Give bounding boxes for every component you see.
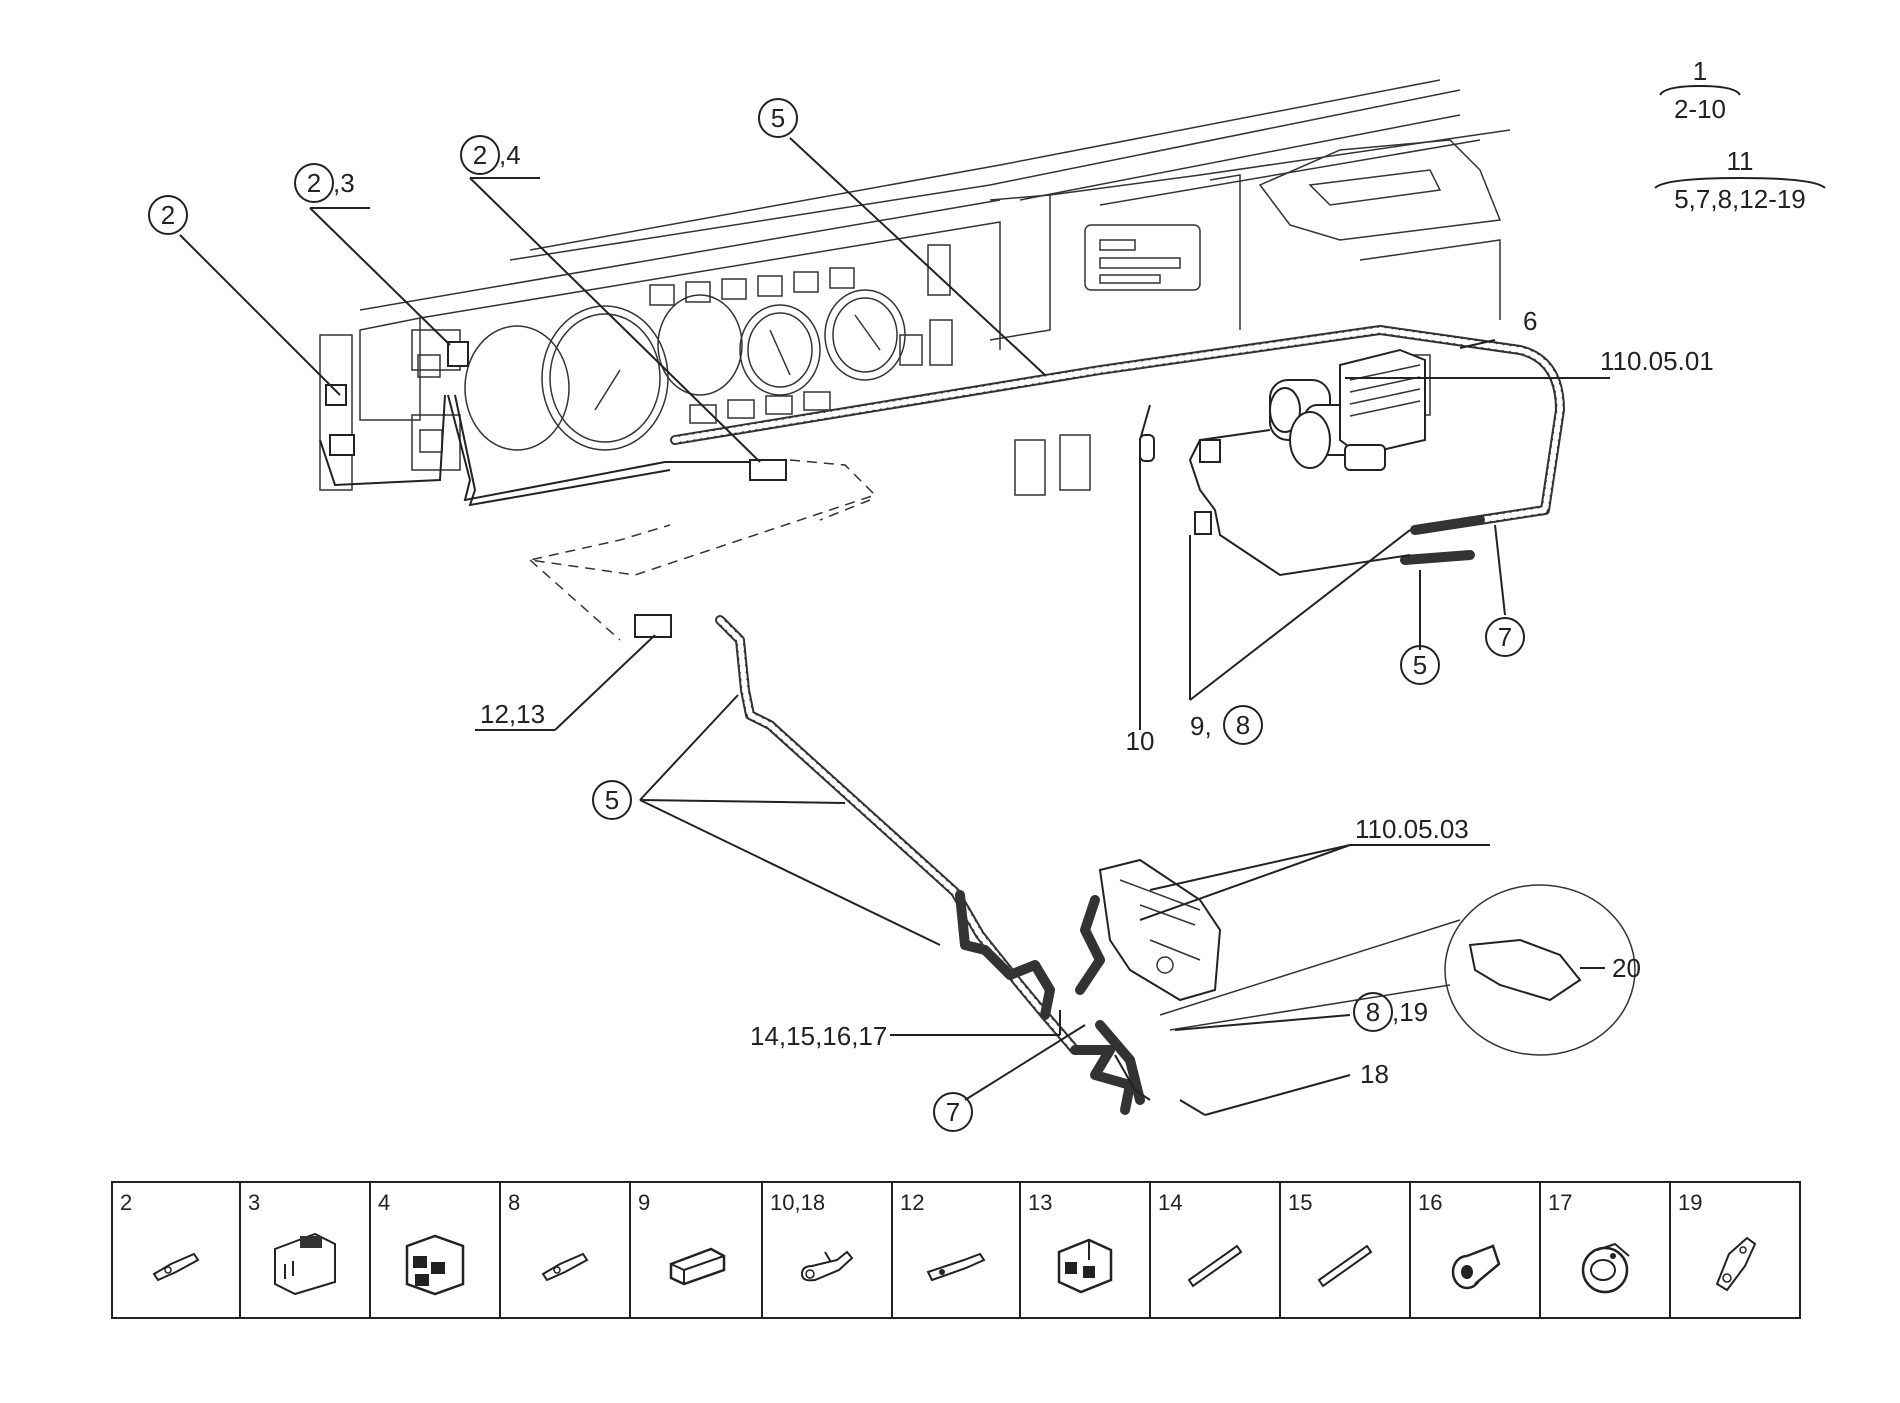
parts-table-cell-label: 9: [638, 1190, 650, 1215]
parts-table-cell: 14: [1149, 1182, 1243, 1318]
detail-zoom-circle: [1159, 884, 1636, 1056]
tab-terminal-icon: [926, 1252, 986, 1282]
callout-18: 18: [1360, 1059, 1389, 1089]
callout-7-bottom: 7: [933, 1092, 973, 1132]
parts-table-cell-label: 2: [120, 1190, 132, 1215]
callout-7-right-text: 7: [1498, 622, 1512, 652]
callout-20: 20: [1612, 953, 1641, 983]
parts-table-cell-label: 3: [248, 1190, 260, 1215]
callout-2-3-circ-text: 2: [307, 168, 321, 198]
callout-5-mid-text: 5: [605, 785, 619, 815]
callout-9-8: 9, 8: [1190, 705, 1263, 745]
callout-2-text: 2: [161, 200, 175, 230]
parts-table-cell: 4: [369, 1182, 465, 1318]
wiring-harness: [319, 325, 1565, 1115]
tube-sleeve-icon: [1187, 1244, 1243, 1288]
callout-8-19: 8 ,19: [1353, 992, 1428, 1032]
parts-table-cell-label: 10,18: [770, 1190, 825, 1215]
legend-group-11-top: 11: [1727, 146, 1754, 176]
connector-dashed-outline: [529, 459, 877, 576]
callout-5-top-text: 5: [771, 103, 785, 133]
callout-5-right-text: 5: [1413, 650, 1427, 680]
connector-block-icon: [405, 1234, 465, 1296]
heater-unit-110-05-01: [1269, 348, 1426, 471]
callout-7-right: 7: [1485, 617, 1525, 657]
parts-table-cell-label: 19: [1678, 1190, 1702, 1215]
reference-110-05-03: 110.05.03: [1355, 814, 1469, 844]
parts-table-cell: 15: [1279, 1182, 1373, 1318]
flat-terminal-icon: [152, 1252, 200, 1282]
parts-table-cell: 2: [120, 1190, 200, 1282]
single-plug-housing-icon: [669, 1247, 726, 1286]
callout-circle: [1353, 992, 1393, 1032]
multi-pin-housing-icon: [274, 1232, 336, 1296]
flat-terminal-icon: [541, 1252, 589, 1282]
callout-12-13: 12,13: [480, 699, 545, 729]
callout-2-3-suffix: ,3: [333, 168, 355, 198]
reference-110-05-01: 110.05.01: [1600, 346, 1714, 376]
legend-group-1-top: 1: [1693, 56, 1707, 86]
legend-group-1: 1 2-10: [1659, 56, 1741, 124]
callout-8-19-suffix: ,19: [1392, 997, 1428, 1027]
tube-sleeve-icon: [1317, 1244, 1373, 1288]
legend-group-11: 11 5,7,8,12-19: [1654, 146, 1826, 214]
callout-circle: [758, 98, 798, 138]
leader-lines: [179, 137, 1610, 1116]
parts-table-cell: 10,18: [761, 1182, 854, 1318]
callout-6: 6: [1523, 306, 1537, 336]
parts-table-cell: 8: [499, 1182, 589, 1318]
parts-table-cell: 13: [1019, 1182, 1113, 1318]
parts-table-cell-label: 12: [900, 1190, 924, 1215]
callout-2-4-circ-text: 2: [473, 140, 487, 170]
callout-circle: [460, 135, 500, 175]
legend-group-1-bottom: 2-10: [1674, 94, 1726, 124]
parts-table-cell-label: 17: [1548, 1190, 1572, 1215]
harness-connectors: [325, 341, 1221, 638]
callout-circle: [148, 195, 188, 235]
callout-2-3: 2 ,3: [294, 163, 355, 203]
callout-2-4: 2 ,4: [460, 135, 521, 175]
eyelet-bracket-icon: [1715, 1236, 1757, 1292]
callout-2: 2: [148, 195, 188, 235]
parts-table-cell-label: 14: [1158, 1190, 1182, 1215]
parts-table-cell: 12: [891, 1182, 986, 1318]
legend-group-11-bottom: 5,7,8,12-19: [1674, 184, 1806, 214]
callout-9-8-circ-text: 8: [1236, 710, 1250, 740]
unit-110-05-03: [1098, 858, 1222, 1002]
parts-table-cell-label: 13: [1028, 1190, 1052, 1215]
callout-14-17: 14,15,16,17: [750, 1021, 887, 1051]
callout-circle: [1485, 617, 1525, 657]
parts-table-cell: 19: [1669, 1182, 1757, 1318]
callout-circle: [933, 1092, 973, 1132]
callout-circle: [592, 780, 632, 820]
callout-circle: [294, 163, 334, 203]
parts-table-cell: 17: [1539, 1182, 1630, 1318]
parts-table-cell-label: 15: [1288, 1190, 1312, 1215]
parts-table-border: [111, 1181, 1801, 1319]
callout-9-8-prefix: 9,: [1190, 711, 1212, 741]
cable-clip-icon: [1581, 1242, 1630, 1294]
callout-2-4-suffix: ,4: [499, 140, 521, 170]
callout-8-19-circ-text: 8: [1366, 997, 1380, 1027]
callout-5-right: 5: [1400, 645, 1440, 685]
callout-7-bottom-text: 7: [946, 1097, 960, 1127]
ring-terminal-icon: [800, 1250, 854, 1282]
callout-circle: [1223, 705, 1263, 745]
parts-table: 2 3 4 8 9 10,18 12 13 14 15 16 17 19: [111, 1181, 1801, 1319]
parts-table-cell: 9: [629, 1182, 726, 1318]
parts-table-cell-label: 8: [508, 1190, 520, 1215]
parts-table-cell: 3: [239, 1182, 336, 1318]
two-pin-housing-icon: [1057, 1238, 1113, 1294]
parts-table-cell: 16: [1409, 1182, 1501, 1318]
parts-table-cell-label: 16: [1418, 1190, 1442, 1215]
grommet-icon: [1451, 1244, 1501, 1290]
parts-table-cell-label: 4: [378, 1190, 390, 1215]
callout-5-mid: 5: [592, 780, 632, 820]
callout-circle: [1400, 645, 1440, 685]
callout-10: 10: [1126, 726, 1155, 756]
callout-5-top: 5: [758, 98, 798, 138]
